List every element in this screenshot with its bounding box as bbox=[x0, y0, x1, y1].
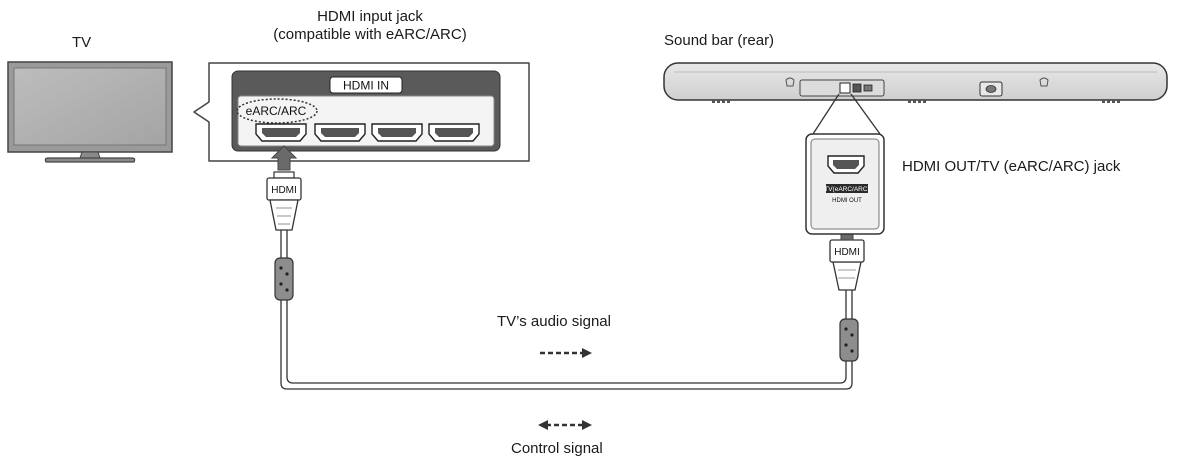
hdmi-plug-soundbar-side: HDMI bbox=[829, 239, 865, 291]
earc-arc-text: eARC/ARC bbox=[246, 104, 307, 118]
hdmi-input-jack-label-line2: (compatible with eARC/ARC) bbox=[273, 26, 467, 43]
tv-icon bbox=[7, 61, 173, 163]
tv-audio-signal-label: TV’s audio signal bbox=[497, 313, 611, 330]
earc-highlight bbox=[236, 98, 318, 124]
sound-bar-jack-callout-lines bbox=[812, 93, 881, 135]
hdmi-out-jack-zoom: TV(eARC/ARC) HDMI OUT bbox=[805, 133, 885, 235]
control-signal-label: Control signal bbox=[511, 440, 603, 457]
sound-bar-body bbox=[663, 62, 1168, 101]
ferrite-core-soundbar-side bbox=[839, 318, 859, 362]
tv-screen bbox=[13, 67, 167, 146]
hdmi-out-jack-label: HDMI OUT/TV (eARC/ARC) jack bbox=[902, 158, 1121, 175]
hdmi-out-jack-text-bg bbox=[826, 184, 868, 193]
hdmi-port-1 bbox=[255, 123, 307, 142]
hdmi-out-jack-text-line1: TV(eARC/ARC) bbox=[824, 186, 870, 193]
hdmi-port-3 bbox=[371, 123, 423, 142]
hdmi-in-badge bbox=[329, 76, 403, 94]
tv-neck bbox=[79, 151, 101, 159]
hdmi-port-2 bbox=[314, 123, 366, 142]
tv-hdmi-panel-callout: HDMI IN eARC/ARC bbox=[193, 62, 530, 162]
tv-label: TV bbox=[72, 34, 92, 51]
hdmi-port-4 bbox=[428, 123, 480, 142]
insert-arrow-tv-icon bbox=[270, 145, 298, 171]
hdmi-plug-soundbar-label: HDMI bbox=[834, 247, 860, 258]
ferrite-core-tv-side bbox=[274, 257, 294, 301]
sound-bar-feet bbox=[712, 100, 1120, 103]
control-signal-arrow-icon bbox=[538, 420, 592, 430]
tv-stand bbox=[44, 157, 136, 163]
sound-bar-icon bbox=[663, 62, 1168, 103]
hdmi-input-jack-label-line1: HDMI input jack bbox=[317, 8, 423, 25]
tv-audio-signal-arrow-icon bbox=[540, 348, 592, 358]
sound-bar-label: Sound bar (rear) bbox=[664, 32, 775, 49]
hdmi-out-jack-text-line2: HDMI OUT bbox=[832, 198, 862, 204]
hdmi-plug-tv-label: HDMI bbox=[271, 185, 297, 196]
hdmi-input-jack-label: HDMI input jack (compatible with eARC/AR… bbox=[225, 8, 515, 44]
hdmi-in-text: HDMI IN bbox=[343, 79, 389, 93]
hdmi-cable bbox=[280, 230, 853, 390]
hdmi-plug-tv-side: HDMI bbox=[266, 171, 302, 231]
